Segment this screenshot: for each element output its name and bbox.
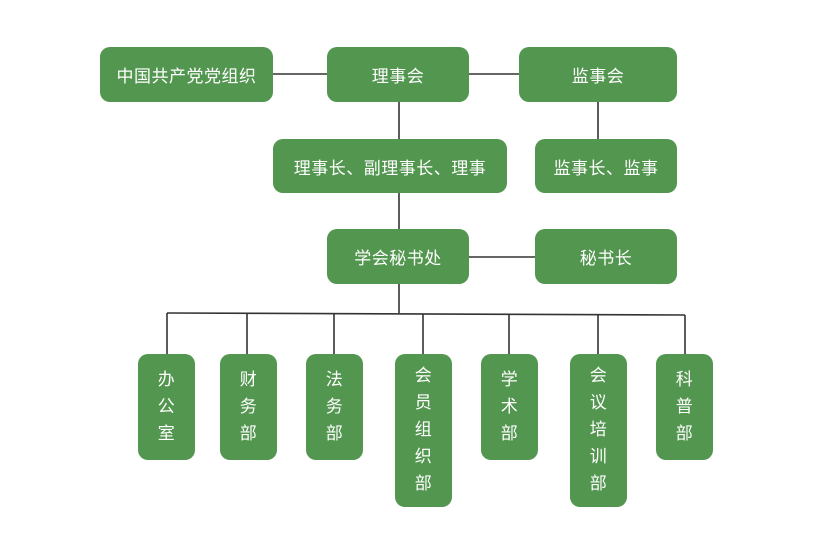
- department-char: 训: [589, 447, 608, 467]
- node-department: 法 务 部: [306, 354, 363, 460]
- department-char: 术: [500, 396, 519, 417]
- department-char: 部: [675, 423, 694, 444]
- node-council-label: 理事会: [371, 67, 425, 87]
- department-char: 务: [239, 396, 258, 417]
- node-department: 会 员 组 织 部: [395, 354, 452, 507]
- department-char: 公: [157, 396, 176, 417]
- node-council-officers-label: 理事长、副理事长、理事: [293, 158, 487, 179]
- node-supervisor-officers: 监事长、监事: [535, 139, 677, 193]
- department-char: 部: [239, 423, 258, 444]
- node-department: 学 术 部: [481, 354, 538, 460]
- node-board-of-supervisors: 监事会: [519, 47, 677, 102]
- department-char: 普: [675, 396, 694, 417]
- connector-department-bus: [166, 312, 686, 316]
- department-char: 部: [589, 474, 608, 494]
- node-department: 会 议 培 训 部: [570, 354, 627, 507]
- department-char: 织: [414, 447, 433, 467]
- department-char: 务: [325, 396, 344, 417]
- department-char: 培: [589, 420, 608, 440]
- department-char: 科: [675, 369, 694, 390]
- node-board-of-supervisors-label: 监事会: [571, 67, 625, 87]
- node-party-organization-label: 中国共产党党组织: [116, 67, 257, 87]
- node-department: 办 公 室: [138, 354, 195, 460]
- department-char: 部: [500, 423, 519, 444]
- node-secretary-general-label: 秘书长: [579, 249, 633, 269]
- node-party-organization: 中国共产党党组织: [100, 47, 273, 102]
- node-department: 财 务 部: [220, 354, 277, 460]
- node-council: 理事会: [327, 47, 469, 102]
- node-secretariat: 学会秘书处: [327, 229, 469, 284]
- department-char: 员: [414, 393, 433, 413]
- department-char: 部: [325, 423, 344, 444]
- department-char: 学: [500, 369, 519, 390]
- department-char: 会: [414, 366, 433, 386]
- department-char: 室: [157, 423, 176, 444]
- node-department: 科 普 部: [656, 354, 713, 460]
- department-char: 财: [239, 369, 258, 390]
- node-council-officers: 理事长、副理事长、理事: [273, 139, 507, 193]
- department-char: 组: [414, 420, 433, 440]
- department-char: 议: [589, 393, 608, 413]
- department-char: 办: [157, 369, 176, 390]
- node-secretariat-label: 学会秘书处: [354, 249, 442, 269]
- department-char: 会: [589, 366, 608, 386]
- department-char: 部: [414, 474, 433, 494]
- department-char: 法: [325, 369, 344, 390]
- node-secretary-general: 秘书长: [535, 229, 677, 284]
- node-supervisor-officers-label: 监事长、监事: [553, 158, 659, 179]
